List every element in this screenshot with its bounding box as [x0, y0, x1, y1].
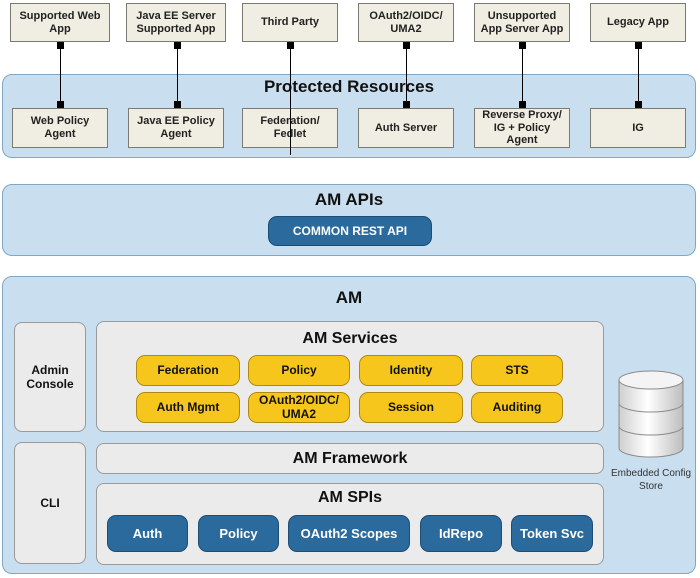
config-store-label: Embedded Config Store: [610, 468, 692, 492]
admin-console-box: Admin Console: [14, 322, 86, 432]
spi-auth: Auth: [107, 515, 188, 552]
connector-line: [290, 45, 291, 155]
common-rest-api-label: COMMON REST API: [292, 224, 408, 238]
spi-label: OAuth2 Scopes: [300, 526, 398, 541]
am-framework-bar: AM Framework: [96, 443, 604, 474]
agent-web-policy: Web Policy Agent: [12, 108, 108, 148]
agent-ig: IG: [590, 108, 686, 148]
protected-resources-panel: [2, 74, 696, 158]
am-framework-title: AM Framework: [292, 449, 408, 467]
spi-label: IdRepo: [438, 526, 484, 541]
connector-line: [638, 45, 639, 102]
spi-label: Auth: [132, 526, 163, 541]
connector-end: [57, 42, 64, 49]
connector-end: [403, 42, 410, 49]
connector-end: [57, 101, 64, 108]
app-label: Unsupported App Server App: [480, 9, 564, 35]
admin-console-label: Admin Console: [26, 363, 74, 391]
connector-end: [635, 101, 642, 108]
connector-line: [522, 45, 523, 102]
am-spis-title: AM SPIs: [317, 489, 382, 506]
am-title: AM: [335, 288, 363, 307]
spi-policy: Policy: [198, 515, 279, 552]
app-oauth2: OAuth2/OIDC/ UMA2: [358, 3, 454, 42]
spi-label: Policy: [219, 526, 258, 541]
service-session: Session: [359, 392, 463, 423]
app-label: Third Party: [260, 16, 320, 29]
connector-line: [406, 45, 407, 102]
connector-end: [174, 42, 181, 49]
agent-label: Java EE Policy Agent: [137, 115, 215, 140]
agent-auth-server: Auth Server: [358, 108, 454, 148]
spi-token-svc: Token Svc: [511, 515, 593, 552]
am-services-title: AM Services: [302, 330, 398, 347]
service-label: Federation: [157, 362, 219, 377]
service-identity: Identity: [359, 355, 463, 386]
service-auditing: Auditing: [471, 392, 563, 423]
app-label: Supported Web App: [19, 9, 101, 35]
connector-end: [403, 101, 410, 108]
service-oauth2: OAuth2/OIDC/ UMA2: [248, 392, 350, 423]
service-sts: STS: [471, 355, 563, 386]
cli-label: CLI: [40, 496, 60, 510]
app-supported-web: Supported Web App: [10, 3, 110, 42]
connector-end: [519, 42, 526, 49]
service-label: Auditing: [492, 399, 542, 414]
connector-end: [519, 101, 526, 108]
spi-idrepo: IdRepo: [420, 515, 502, 552]
service-label: STS: [505, 362, 529, 377]
agent-label: Web Policy Agent: [30, 115, 90, 140]
database-icon: [618, 370, 684, 458]
service-label: Auth Mgmt: [156, 399, 220, 414]
app-third-party: Third Party: [242, 3, 338, 42]
am-apis-title: AM APIs: [314, 190, 384, 209]
service-label: Policy: [281, 362, 317, 377]
connector-end: [287, 42, 294, 49]
agent-java-ee: Java EE Policy Agent: [128, 108, 224, 148]
service-auth-mgmt: Auth Mgmt: [136, 392, 240, 423]
agent-label: Federation/ Fedlet: [245, 115, 335, 140]
cli-box: CLI: [14, 442, 86, 564]
service-policy: Policy: [248, 355, 350, 386]
service-label: OAuth2/OIDC/ UMA2: [259, 393, 339, 421]
spi-oauth2-scopes: OAuth2 Scopes: [288, 515, 410, 552]
app-label: OAuth2/OIDC/ UMA2: [369, 9, 443, 35]
app-label: Legacy App: [607, 16, 669, 29]
app-label: Java EE Server Supported App: [136, 9, 216, 35]
service-label: Session: [387, 399, 435, 414]
protected-resources-title: Protected Resources: [263, 77, 435, 96]
service-label: Identity: [389, 362, 433, 377]
app-java-ee-server: Java EE Server Supported App: [126, 3, 226, 42]
connector-line: [177, 45, 178, 102]
app-unsupported: Unsupported App Server App: [474, 3, 570, 42]
common-rest-api-button: COMMON REST API: [268, 216, 432, 246]
agent-label: IG: [632, 121, 644, 134]
spi-label: Token Svc: [519, 526, 585, 541]
agent-label: Reverse Proxy/ IG + Policy Agent: [482, 109, 562, 147]
connector-end: [174, 101, 181, 108]
agent-reverse-proxy: Reverse Proxy/ IG + Policy Agent: [474, 108, 570, 148]
connector-end: [635, 42, 642, 49]
service-federation: Federation: [136, 355, 240, 386]
agent-label: Auth Server: [374, 121, 438, 134]
connector-line: [60, 45, 61, 102]
app-legacy: Legacy App: [590, 3, 686, 42]
